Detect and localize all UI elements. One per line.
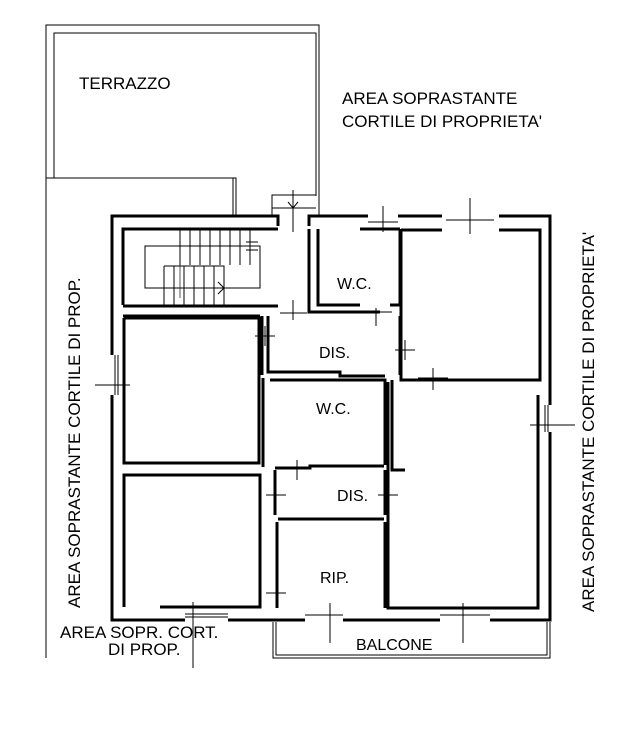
room-wc-middle — [261, 378, 405, 480]
label-rip: RIP. — [320, 570, 349, 587]
exterior-walls — [110, 214, 552, 622]
label-wc-middle: W.C. — [316, 401, 351, 418]
label-bottom-left-line2: DI PROP. — [108, 640, 180, 659]
label-right-area: AREA SOPRASTANTE CORTILE DI PROPRIETA' — [579, 232, 598, 612]
label-dis-lower: DIS. — [337, 488, 368, 505]
window-lower-left — [185, 602, 228, 668]
room-dis-lower — [266, 470, 398, 521]
label-wc-upper: W.C. — [337, 276, 372, 293]
label-top-area-line1: AREA SOPRASTANTE — [342, 89, 517, 108]
terrace-outline — [45, 24, 320, 658]
room-rip — [266, 522, 387, 643]
room-wc-upper — [307, 206, 402, 326]
label-top-area-line2: CORTILE DI PROPRIETA' — [342, 112, 542, 131]
label-bottom-left-line1: AREA SOPR. CORT. — [60, 623, 218, 642]
room-upper-right — [399, 198, 542, 390]
label-dis-upper: DIS. — [319, 345, 350, 362]
label-balcone: BALCONE — [356, 637, 432, 654]
label-terrazzo: TERRAZZO — [79, 74, 171, 93]
balcony — [272, 614, 551, 659]
label-left-area: AREA SOPRASTANTE CORTILE DI PROP. — [65, 277, 84, 608]
stairwell — [121, 227, 307, 320]
room-lower-right — [386, 382, 575, 643]
room-upper-left — [95, 316, 261, 465]
